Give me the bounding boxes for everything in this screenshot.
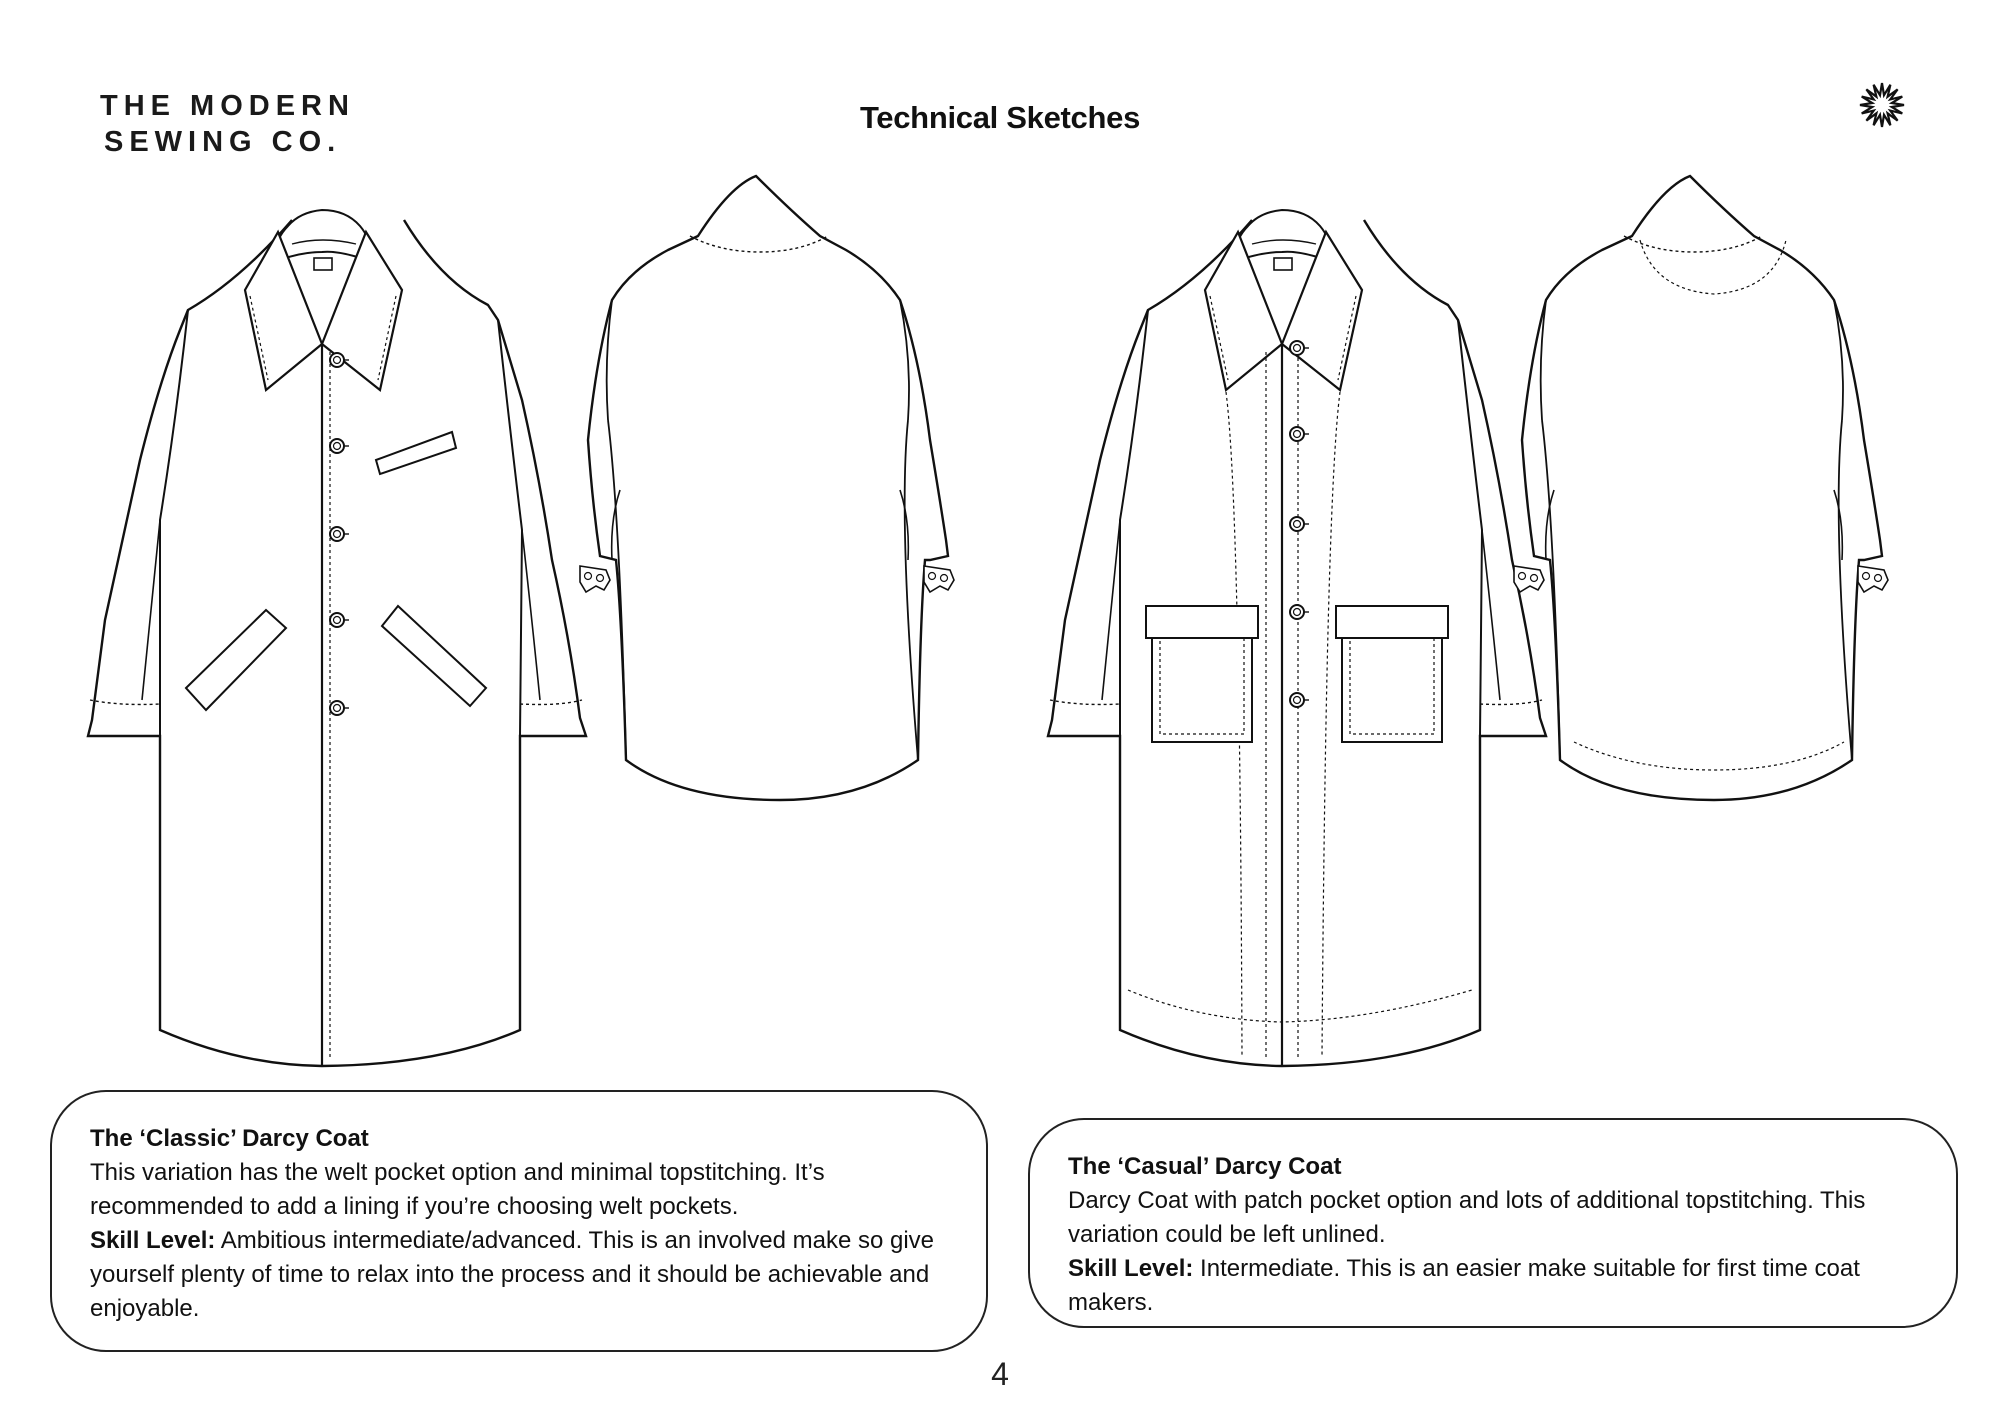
classic-coat-front-sketch xyxy=(86,208,588,1068)
classic-skill-label: Skill Level: xyxy=(90,1227,216,1254)
casual-coat-back-sketch xyxy=(1513,174,1889,802)
casual-coat-title: The ‘Casual’ Darcy Coat xyxy=(1068,1153,1342,1180)
brand-logo: THE MODERN SEWING CO. xyxy=(100,88,355,160)
casual-coat-description-card: The ‘Casual’ Darcy Coat Darcy Coat with … xyxy=(1028,1118,1958,1328)
classic-skill-text: Ambitious intermediate/advanced. This is… xyxy=(90,1227,934,1322)
classic-coat-back-sketch xyxy=(579,174,955,802)
page-number: 4 xyxy=(991,1356,1009,1392)
casual-coat-skill-level: Skill Level: Intermediate. This is an ea… xyxy=(1068,1252,1920,1320)
brand-line-2: SEWING CO. xyxy=(104,126,342,158)
brand-line-1: THE MODERN xyxy=(100,90,355,122)
classic-coat-description: This variation has the welt pocket optio… xyxy=(90,1159,825,1220)
casual-skill-text: Intermediate. This is an easier make sui… xyxy=(1068,1255,1860,1316)
casual-coat-front-sketch xyxy=(1046,208,1548,1068)
starburst-icon xyxy=(1859,82,1905,128)
casual-skill-label: Skill Level: xyxy=(1068,1255,1194,1282)
classic-coat-title: The ‘Classic’ Darcy Coat xyxy=(90,1125,369,1152)
classic-coat-description-card: The ‘Classic’ Darcy Coat This variation … xyxy=(50,1090,988,1352)
page-title: Technical Sketches xyxy=(859,100,1141,135)
classic-coat-skill-level: Skill Level: Ambitious intermediate/adva… xyxy=(90,1224,950,1326)
starburst-shape xyxy=(1859,82,1905,128)
casual-coat-description: Darcy Coat with patch pocket option and … xyxy=(1068,1187,1866,1248)
